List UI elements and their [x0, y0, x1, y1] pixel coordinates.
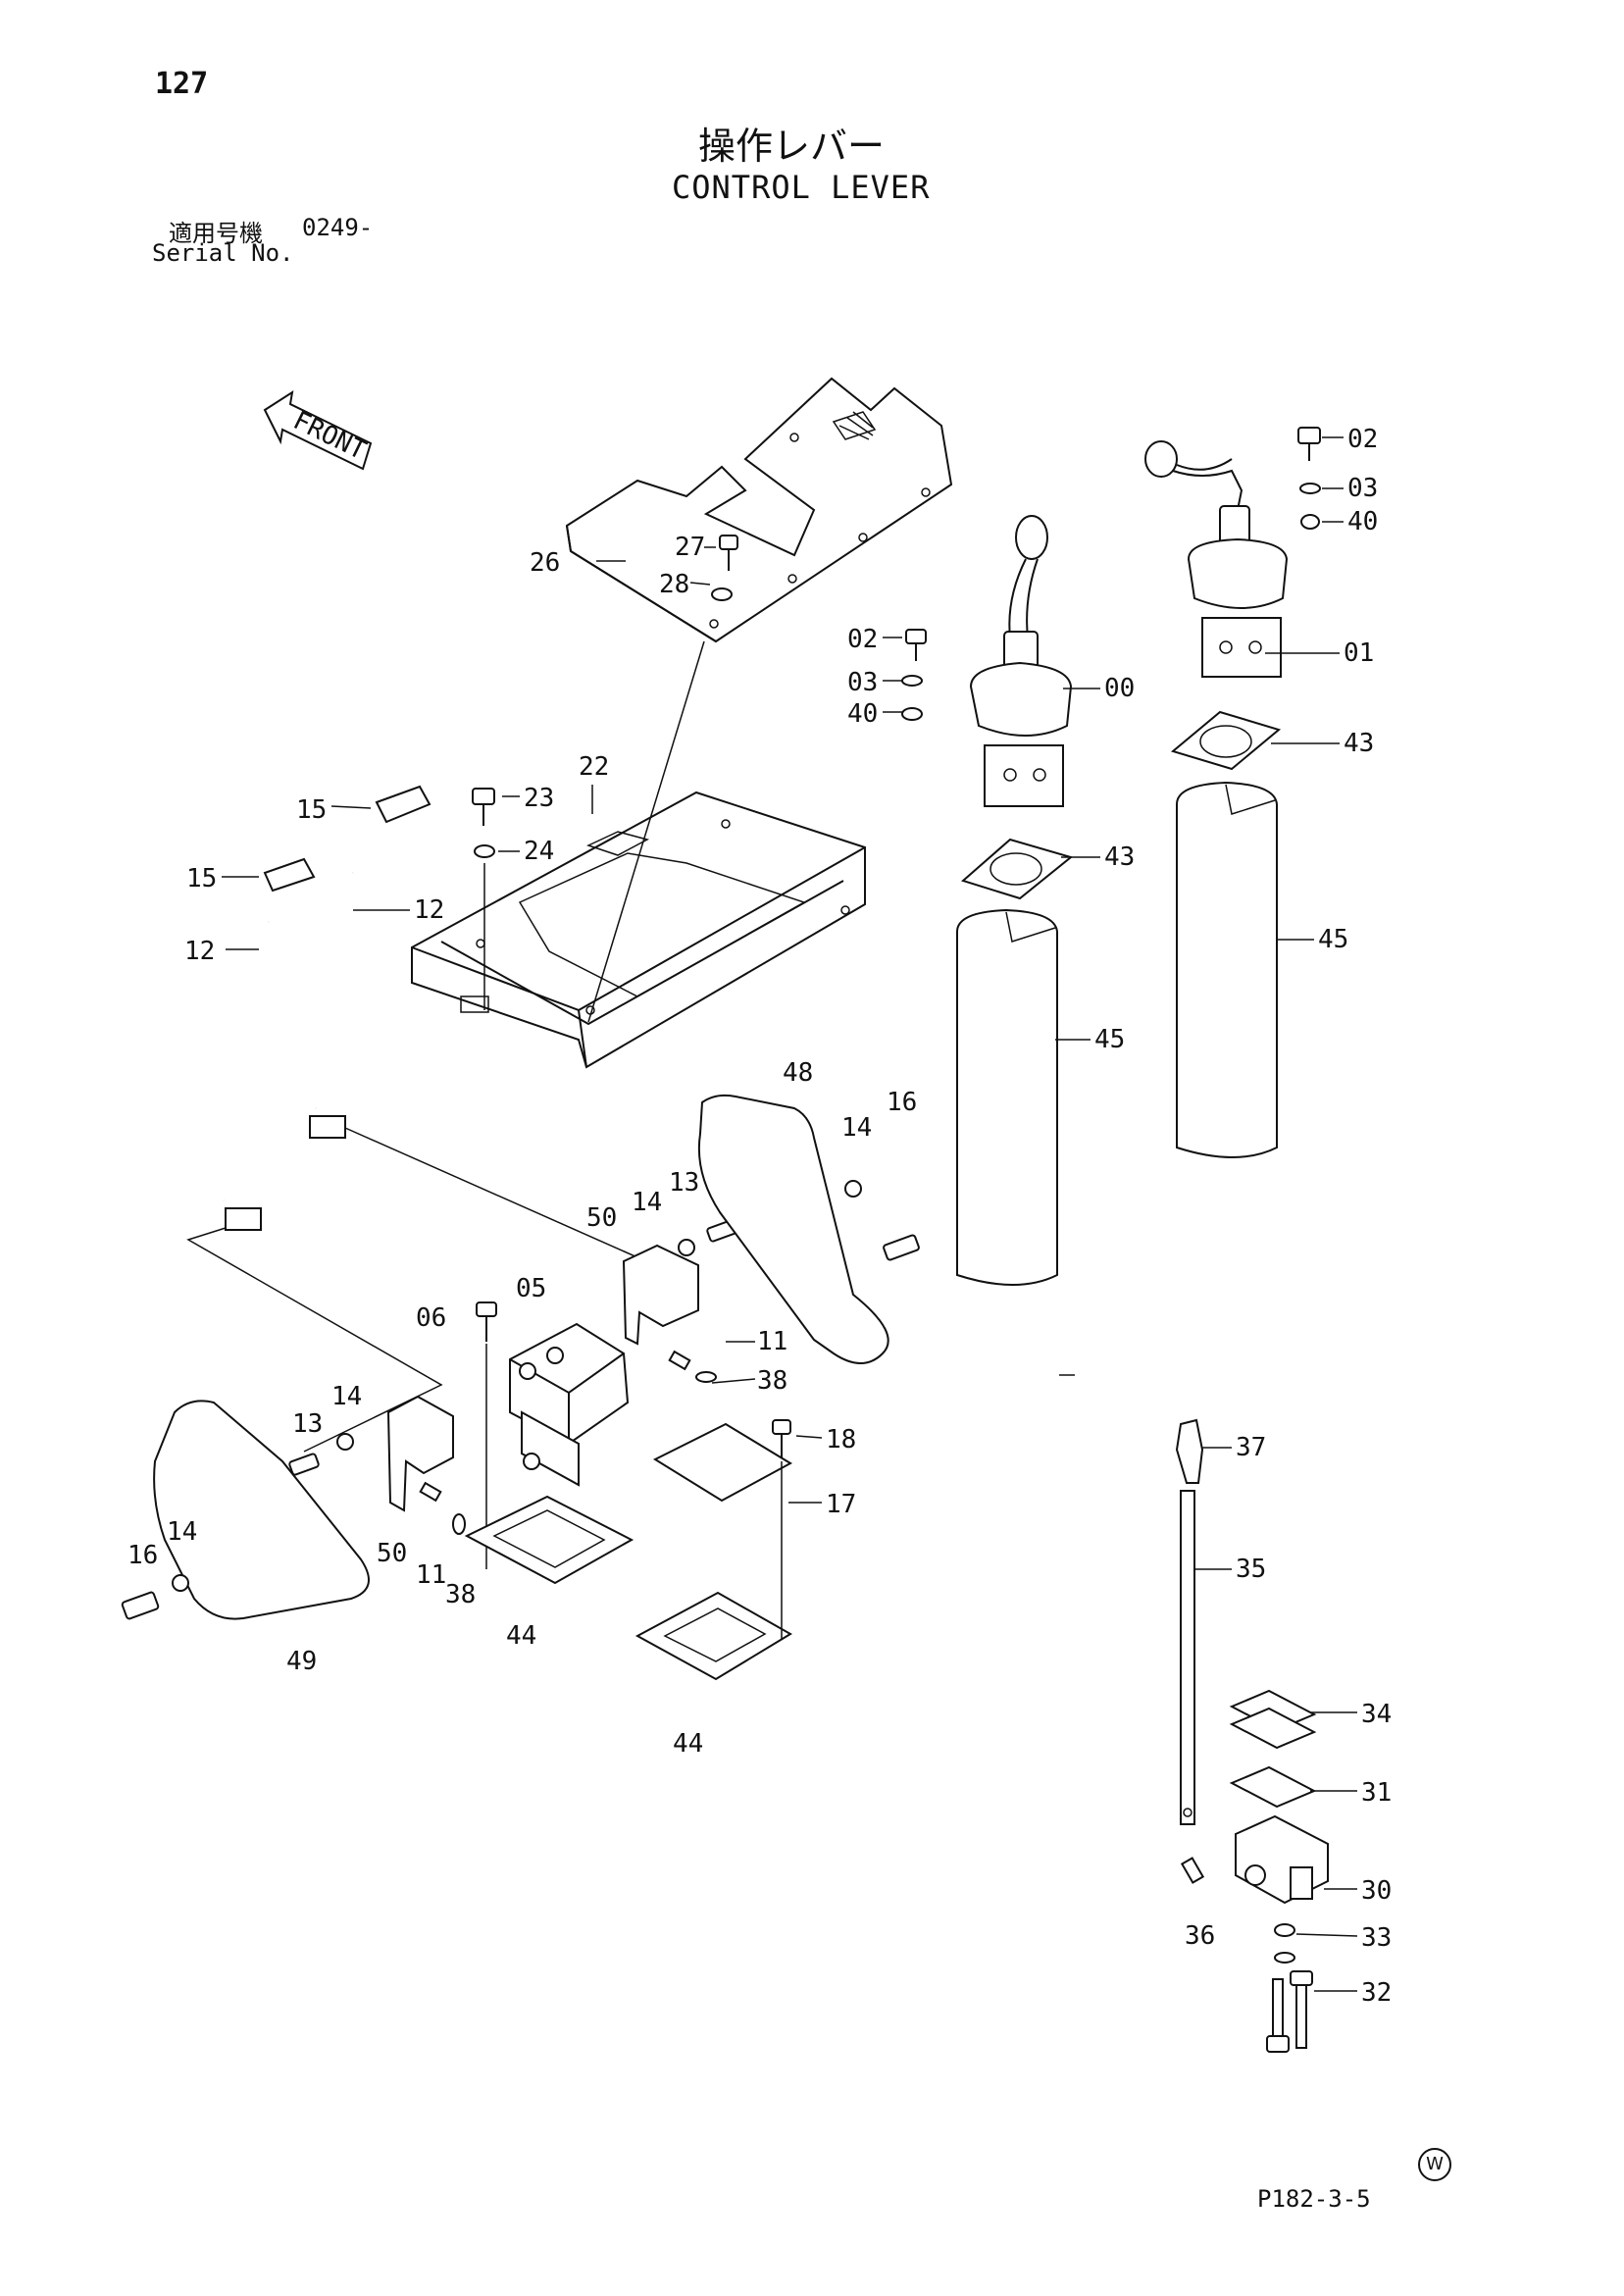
serial-label: Serial No. — [152, 239, 294, 267]
callout-label: 31 — [1361, 1778, 1392, 1808]
callout-label: 16 — [887, 1088, 917, 1117]
front-arrow-icon: FRONT — [263, 389, 373, 471]
page-title-jp: 操作レバー — [698, 125, 886, 168]
serial-label-jp: 適用号機 — [169, 220, 263, 247]
pilot-valve — [509, 1322, 630, 1487]
callout-label: 26 — [530, 548, 560, 578]
callout-label: 43 — [1344, 729, 1374, 758]
callout-label: 00 — [1104, 674, 1135, 703]
callout-label: 33 — [1361, 1923, 1392, 1953]
pedal — [697, 1094, 889, 1364]
drawing-code: P182-3-5 — [1257, 2185, 1371, 2213]
lock-lever — [1175, 1418, 1204, 1825]
bolt — [121, 1574, 189, 1620]
gasket — [960, 838, 1074, 900]
callout-label: 22 — [579, 752, 609, 782]
bolt — [288, 1219, 737, 1476]
callout-label: 18 — [826, 1425, 856, 1454]
callout-label: 02 — [1347, 425, 1378, 454]
cover-plate — [565, 377, 953, 643]
pedal-rod — [207, 872, 355, 1231]
pilot-valve-lever — [969, 515, 1073, 807]
callout-label: 02 — [847, 625, 878, 654]
page-number: 127 — [155, 67, 209, 101]
bolt — [844, 1180, 920, 1261]
bolt — [1266, 1923, 1313, 2053]
callout-label: 38 — [757, 1366, 787, 1396]
callout-label: 35 — [1236, 1555, 1266, 1584]
callout-label: 03 — [1347, 474, 1378, 503]
callout-label: 11 — [416, 1560, 446, 1590]
callout-label: 37 — [1236, 1433, 1266, 1462]
callout-label: 34 — [1361, 1700, 1392, 1729]
leader-lines — [222, 436, 1358, 1992]
callout-label: 14 — [841, 1113, 872, 1143]
gasket — [464, 1422, 793, 1681]
gasket — [1170, 710, 1282, 771]
callout-label: 30 — [1361, 1876, 1392, 1906]
bolt — [472, 788, 495, 1010]
screw — [1180, 1857, 1205, 1884]
callout-label: 23 — [524, 784, 554, 813]
callout-label: 01 — [1344, 638, 1374, 668]
pedal-bracket — [386, 1244, 699, 1512]
callout-label: 14 — [632, 1188, 662, 1217]
callout-label: 12 — [414, 895, 444, 925]
serial-value: 0249- — [302, 214, 374, 241]
lever-boot — [956, 781, 1278, 1286]
pedal — [153, 1400, 370, 1620]
watermark-logo: W — [1418, 2148, 1451, 2181]
callout-label: 49 — [286, 1647, 317, 1676]
callout-label: 11 — [757, 1327, 787, 1356]
callout-label: 44 — [506, 1621, 536, 1651]
callout-label: 45 — [1094, 1025, 1125, 1054]
pin — [419, 1350, 717, 1535]
callout-label: 38 — [445, 1580, 476, 1609]
callout-label: 03 — [847, 668, 878, 697]
bolt — [711, 535, 738, 601]
switch-knob — [263, 785, 431, 893]
callout-label: 24 — [524, 837, 554, 866]
callout-label: 13 — [669, 1168, 699, 1198]
callout-label: 45 — [1318, 925, 1348, 954]
console-cover — [411, 791, 866, 1069]
callout-label: 15 — [296, 795, 327, 825]
callout-label: 17 — [826, 1490, 856, 1519]
callout-label: 15 — [186, 864, 217, 893]
lock-switch — [1229, 1689, 1329, 1905]
callout-label: 06 — [416, 1303, 446, 1333]
callout-label: 14 — [331, 1382, 362, 1411]
callout-label: 14 — [167, 1517, 197, 1547]
callout-label: 13 — [292, 1409, 323, 1439]
callout-label: 44 — [673, 1729, 703, 1759]
callout-label: 32 — [1361, 1978, 1392, 2008]
page-title: CONTROL LEVER — [672, 169, 931, 206]
bolt — [901, 629, 927, 721]
callout-label: 27 — [675, 533, 705, 562]
callout-label: 40 — [1347, 507, 1378, 536]
callout-label: 48 — [783, 1058, 813, 1088]
bolt — [772, 1419, 791, 1640]
callout-label: 36 — [1185, 1921, 1215, 1951]
pilot-valve-lever — [1144, 440, 1289, 678]
callout-label: 05 — [516, 1274, 546, 1303]
callout-label: 50 — [377, 1539, 407, 1568]
callout-label: 40 — [847, 699, 878, 729]
callout-label: 28 — [659, 570, 689, 599]
callout-label: 43 — [1104, 842, 1135, 872]
callout-label: 50 — [586, 1203, 617, 1233]
front-label: FRONT — [288, 406, 371, 466]
callout-label: 16 — [127, 1541, 158, 1570]
callout-labels: 02 03 40 01 43 45 00 02 03 40 43 45 27 2… — [127, 425, 1392, 2008]
bolt — [1297, 427, 1321, 530]
callout-label: 12 — [184, 937, 215, 966]
